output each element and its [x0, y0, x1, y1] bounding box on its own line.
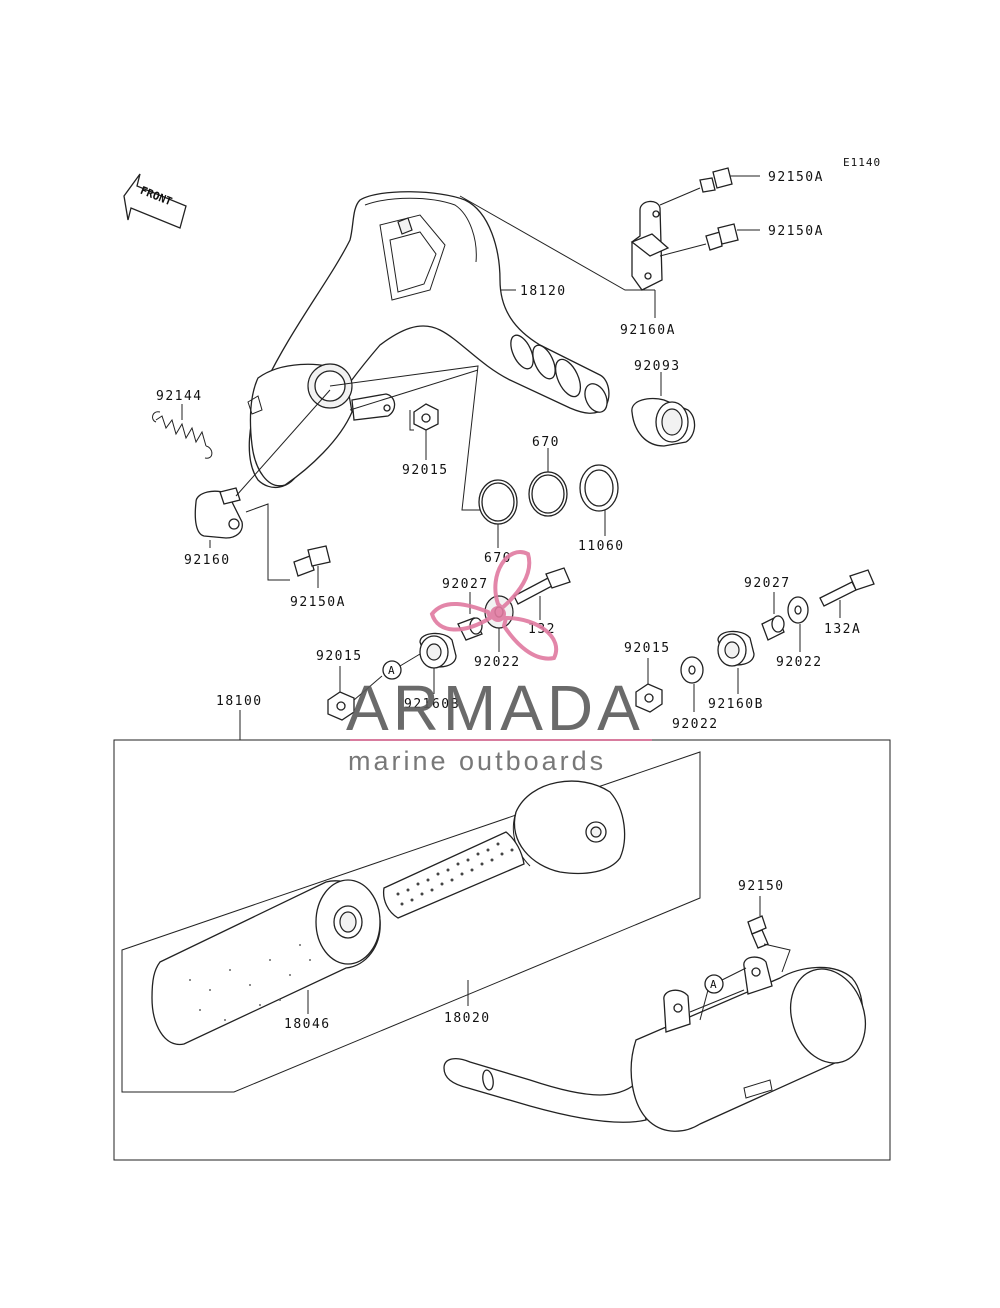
armada-watermark: ARMADA marine outboards [346, 550, 652, 776]
part-label-92022: 92022 [776, 655, 823, 670]
part-label-670: 670 [532, 435, 560, 450]
grommet-92160B-left [419, 632, 457, 694]
end-cap [512, 780, 626, 875]
part-label-92027: 92027 [442, 577, 489, 592]
bolt-92150 [747, 896, 791, 973]
bolt-92150A-upper [659, 167, 760, 206]
o-ring-670-right [528, 448, 568, 517]
part-label-18020: 18020 [444, 1011, 491, 1026]
part-label-18120: 18120 [520, 284, 567, 299]
o-ring-670-left [478, 479, 518, 548]
callout-a-lower [704, 974, 724, 994]
bracket-92160A [630, 200, 670, 291]
part-label-92160B: 92160B [404, 697, 460, 712]
front-arrow-icon: FRONT [123, 173, 187, 229]
part-label-92150A: 92150A [768, 224, 824, 239]
part-label-18046: 18046 [284, 1017, 331, 1032]
nut-92015-left [327, 666, 355, 721]
gasket-11060 [579, 464, 619, 536]
diagram-ref-code: E1140 [843, 156, 881, 169]
part-label-92160B: 92160B [708, 697, 764, 712]
gasket-92093 [631, 372, 696, 447]
callout-a-upper [382, 660, 402, 680]
callout-a-lower-letter: A [710, 978, 717, 991]
part-label-92015: 92015 [402, 463, 449, 478]
nut-92015-right [635, 658, 663, 713]
part-label-92144: 92144 [156, 389, 203, 404]
part-label-92015: 92015 [316, 649, 363, 664]
spring-92144 [152, 404, 213, 459]
part-label-132A: 132A [824, 622, 861, 637]
part-label-92027: 92027 [744, 576, 791, 591]
part-label-92093: 92093 [634, 359, 681, 374]
part-label-92015: 92015 [624, 641, 671, 656]
expansion-chamber [247, 191, 610, 489]
perforated-pipe [382, 831, 525, 919]
nut-92015-upper [409, 403, 439, 460]
bolt-132A [819, 569, 875, 618]
part-label-92022: 92022 [672, 717, 719, 732]
muffler-body-18020 [443, 956, 866, 1132]
bolt-92150A-middle [659, 223, 760, 257]
grommet-92160B-right [717, 630, 755, 694]
part-label-92160: 92160 [184, 553, 231, 568]
part-label-92150: 92150 [738, 879, 785, 894]
callout-a-upper-letter: A [388, 664, 395, 677]
collar-92027-left [457, 592, 483, 641]
part-label-11060: 11060 [578, 539, 625, 554]
silencer-packing-18046 [151, 879, 381, 1045]
bolt-92150A-lower [293, 545, 331, 588]
propeller-logo-icon [429, 550, 558, 661]
part-label-92150A: 92150A [768, 170, 824, 185]
bracket-92160 [194, 389, 331, 548]
washer-92022-right-upper [787, 596, 809, 652]
part-label-92022: 92022 [474, 655, 521, 670]
part-label-92150A: 92150A [290, 595, 346, 610]
collar-92027-right [761, 592, 785, 641]
inner-parts-frame [121, 751, 701, 1093]
part-label-18100: 18100 [216, 694, 263, 709]
watermark-title: ARMADA [346, 672, 644, 744]
washer-92022-right-lower [680, 656, 704, 712]
bolt-132 [513, 567, 571, 620]
part-label-92160A: 92160A [620, 323, 676, 338]
watermark-subtitle: marine outboards [348, 746, 606, 776]
